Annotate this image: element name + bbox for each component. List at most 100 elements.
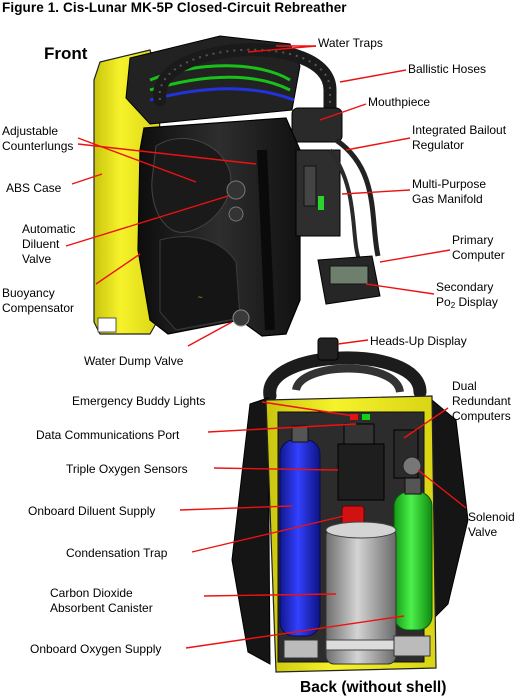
label-gas-manifold: Multi-Purpose Gas Manifold (412, 177, 486, 207)
label-diluent-supply: Onboard Diluent Supply (28, 504, 156, 518)
label-abs-case: ABS Case (6, 181, 62, 195)
label-bc-line-2: Compensator (2, 301, 75, 315)
label-solenoid-line-2: Valve (468, 525, 498, 539)
label-bailout-line-1: Integrated Bailout (412, 123, 507, 137)
label-dual-line-1: Dual (452, 379, 477, 393)
figure-title: Figure 1. Cis-Lunar MK-5P Closed-Circuit… (2, 0, 347, 15)
back-view (231, 337, 469, 673)
label-dual-computers: Dual Redundant Computers (452, 379, 511, 424)
back-right-wing (431, 398, 469, 622)
label-secondary-display-word: Display (455, 295, 498, 309)
leader-oxygen-supply (185, 615, 405, 649)
secondary-display-screen (329, 265, 369, 285)
label-co2-line-2: Absorbent Canister (50, 601, 153, 615)
leader-condensation (191, 515, 345, 553)
label-mouthpiece: Mouthpiece (368, 95, 431, 109)
buddy-light-green (362, 414, 370, 420)
top-hose-green-2 (149, 75, 291, 92)
label-adv-line-1: Automatic (22, 222, 76, 236)
label-solenoid-line-1: Solenoid (468, 510, 515, 524)
base-fitting-right (393, 635, 431, 657)
solenoid-valve-shape (402, 456, 422, 476)
label-co2-line-1: Carbon Dioxide (50, 586, 133, 600)
label-bc-line-1: Buoyancy (2, 286, 55, 300)
leader-co2 (203, 593, 337, 597)
label-oxygen-sensors: Triple Oxygen Sensors (66, 462, 188, 476)
label-counterlungs-line-2: Counterlungs (2, 139, 74, 153)
leader-lines (65, 45, 467, 649)
front-view: ~ (93, 35, 381, 337)
label-adv-line-3: Valve (22, 252, 52, 266)
leader-abs-case (71, 173, 103, 185)
gas-manifold-detail (303, 165, 317, 207)
back-left-wing (231, 397, 271, 665)
label-bailout: Integrated Bailout Regulator (412, 123, 506, 153)
label-adv-line-2: Diluent (22, 237, 60, 251)
label-secondary-display: Secondary Po2 Display (436, 280, 498, 313)
label-buddy-lights: Emergency Buddy Lights (72, 394, 206, 408)
top-hose-blue (149, 87, 295, 102)
label-primary-line-1: Primary (452, 233, 494, 247)
leader-hud (337, 339, 369, 345)
leader-counterlungs-1 (77, 137, 197, 183)
leader-oxygen-sensors (213, 467, 339, 471)
adv-knob (226, 180, 246, 200)
abs-case-tab (97, 317, 117, 333)
leader-adv (65, 195, 229, 247)
back-heading: Back (without shell) (300, 679, 447, 696)
sensor-cap (343, 423, 375, 445)
buddy-light-red (350, 414, 358, 420)
label-oxygen-supply: Onboard Oxygen Supply (30, 642, 162, 656)
right-hose-2 (328, 148, 362, 263)
gas-manifold-panel (295, 149, 341, 237)
harness-strap (257, 149, 275, 331)
label-ballistic-hoses: Ballistic Hoses (408, 62, 487, 76)
bc-shape (159, 236, 241, 331)
label-counterlungs: Adjustable Counterlungs (2, 124, 73, 154)
leader-bailout (345, 137, 411, 151)
label-gas-manifold-line-2: Gas Manifold (412, 192, 483, 206)
label-counterlungs-line-1: Adjustable (2, 124, 59, 138)
label-solenoid: Solenoid Valve (468, 510, 515, 540)
leader-mouthpiece (319, 103, 367, 121)
leader-counterlungs-2 (77, 143, 257, 165)
label-secondary-po: Po (436, 295, 451, 309)
leader-diluent (179, 505, 293, 511)
mouthpiece-block (291, 107, 343, 143)
leader-ballistic-hoses (339, 69, 407, 83)
ballistic-hose-loop-highlight (158, 48, 331, 130)
label-secondary-subscript: 2 (450, 301, 456, 310)
label-bailout-line-2: Regulator (412, 138, 465, 152)
back-top-hose-2 (292, 364, 404, 394)
leader-water-traps-1 (247, 45, 317, 53)
front-heading: Front (44, 44, 88, 63)
water-dump-knob (232, 309, 250, 327)
base-fitting-left (283, 639, 319, 659)
label-primary-line-2: Computer (452, 248, 505, 262)
logo-glyph: ~ (198, 293, 203, 302)
leader-secondary (365, 283, 435, 295)
leader-gas-manifold (341, 189, 411, 195)
leader-dual-computers (403, 407, 449, 439)
adv-knob-2 (228, 206, 244, 222)
leader-data-port (207, 423, 357, 433)
label-hud: Heads-Up Display (370, 334, 467, 348)
label-water-traps: Water Traps (318, 36, 383, 50)
label-dual-line-3: Computers (452, 409, 511, 423)
canister-band (325, 639, 397, 651)
leader-bc (95, 253, 141, 285)
canister-top (325, 521, 397, 539)
label-secondary-line-1: Secondary (436, 280, 494, 294)
label-water-dump: Water Dump Valve (84, 354, 184, 368)
label-data-port: Data Communications Port (36, 428, 180, 442)
leader-water-dump (187, 321, 233, 347)
label-adv: Automatic Diluent Valve (22, 222, 75, 267)
gas-manifold-green (318, 196, 324, 210)
label-bc: Buoyancy Compensator (2, 286, 74, 316)
label-condensation: Condensation Trap (66, 546, 168, 560)
hud-piece (317, 337, 339, 361)
sensor-head (337, 443, 385, 501)
leader-solenoid (417, 469, 467, 509)
